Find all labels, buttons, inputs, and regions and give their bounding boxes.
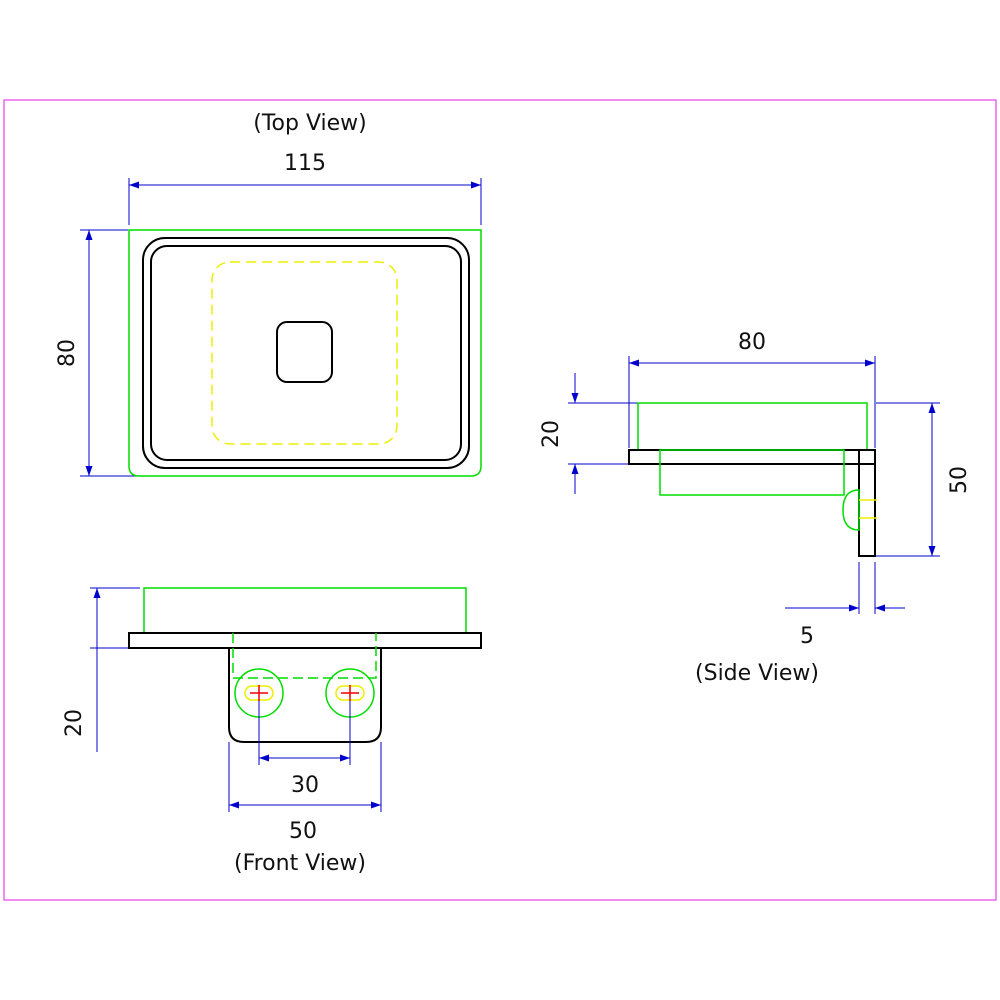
top-width-dim-text: 115 — [284, 151, 326, 176]
front-view: (Front View) 20 30 50 — [62, 587, 482, 876]
front-height-dim-text: 20 — [62, 709, 87, 737]
front-spacing-dim-text: 30 — [291, 773, 319, 798]
top-view-title: (Top View) — [253, 111, 367, 136]
front-tray-body — [143, 587, 467, 634]
side-base-plate — [628, 449, 876, 465]
front-base-plate — [128, 632, 482, 649]
side-hidden-tray-underside — [659, 449, 845, 496]
front-bracket-plate — [228, 648, 382, 743]
side-view-title: (Side View) — [695, 661, 819, 686]
front-view-title: (Front View) — [234, 851, 366, 876]
side-bracket-plate — [858, 449, 876, 557]
top-tray-inner-rim — [150, 245, 462, 461]
top-outer-body — [128, 229, 482, 477]
side-bracket-dim-text: 50 — [947, 466, 972, 494]
side-tray-body — [637, 402, 868, 451]
side-screw-head — [842, 489, 860, 531]
top-hidden-bracket-outline — [211, 261, 398, 445]
front-width-dim-text: 50 — [289, 819, 317, 844]
side-thick-dim-text: 5 — [800, 624, 814, 649]
top-depth-dim-text: 80 — [55, 339, 80, 367]
top-view: (Top View) 115 80 — [55, 111, 482, 477]
side-width-dim-text: 80 — [738, 330, 766, 355]
drawing-frame — [3, 99, 997, 901]
side-height-dim-text: 20 — [539, 420, 564, 448]
top-tray-outer-rim — [142, 237, 470, 469]
top-drain-square — [276, 321, 333, 383]
side-view: (Side View) 80 20 50 5 — [539, 330, 972, 686]
front-hidden-recess — [232, 633, 377, 679]
